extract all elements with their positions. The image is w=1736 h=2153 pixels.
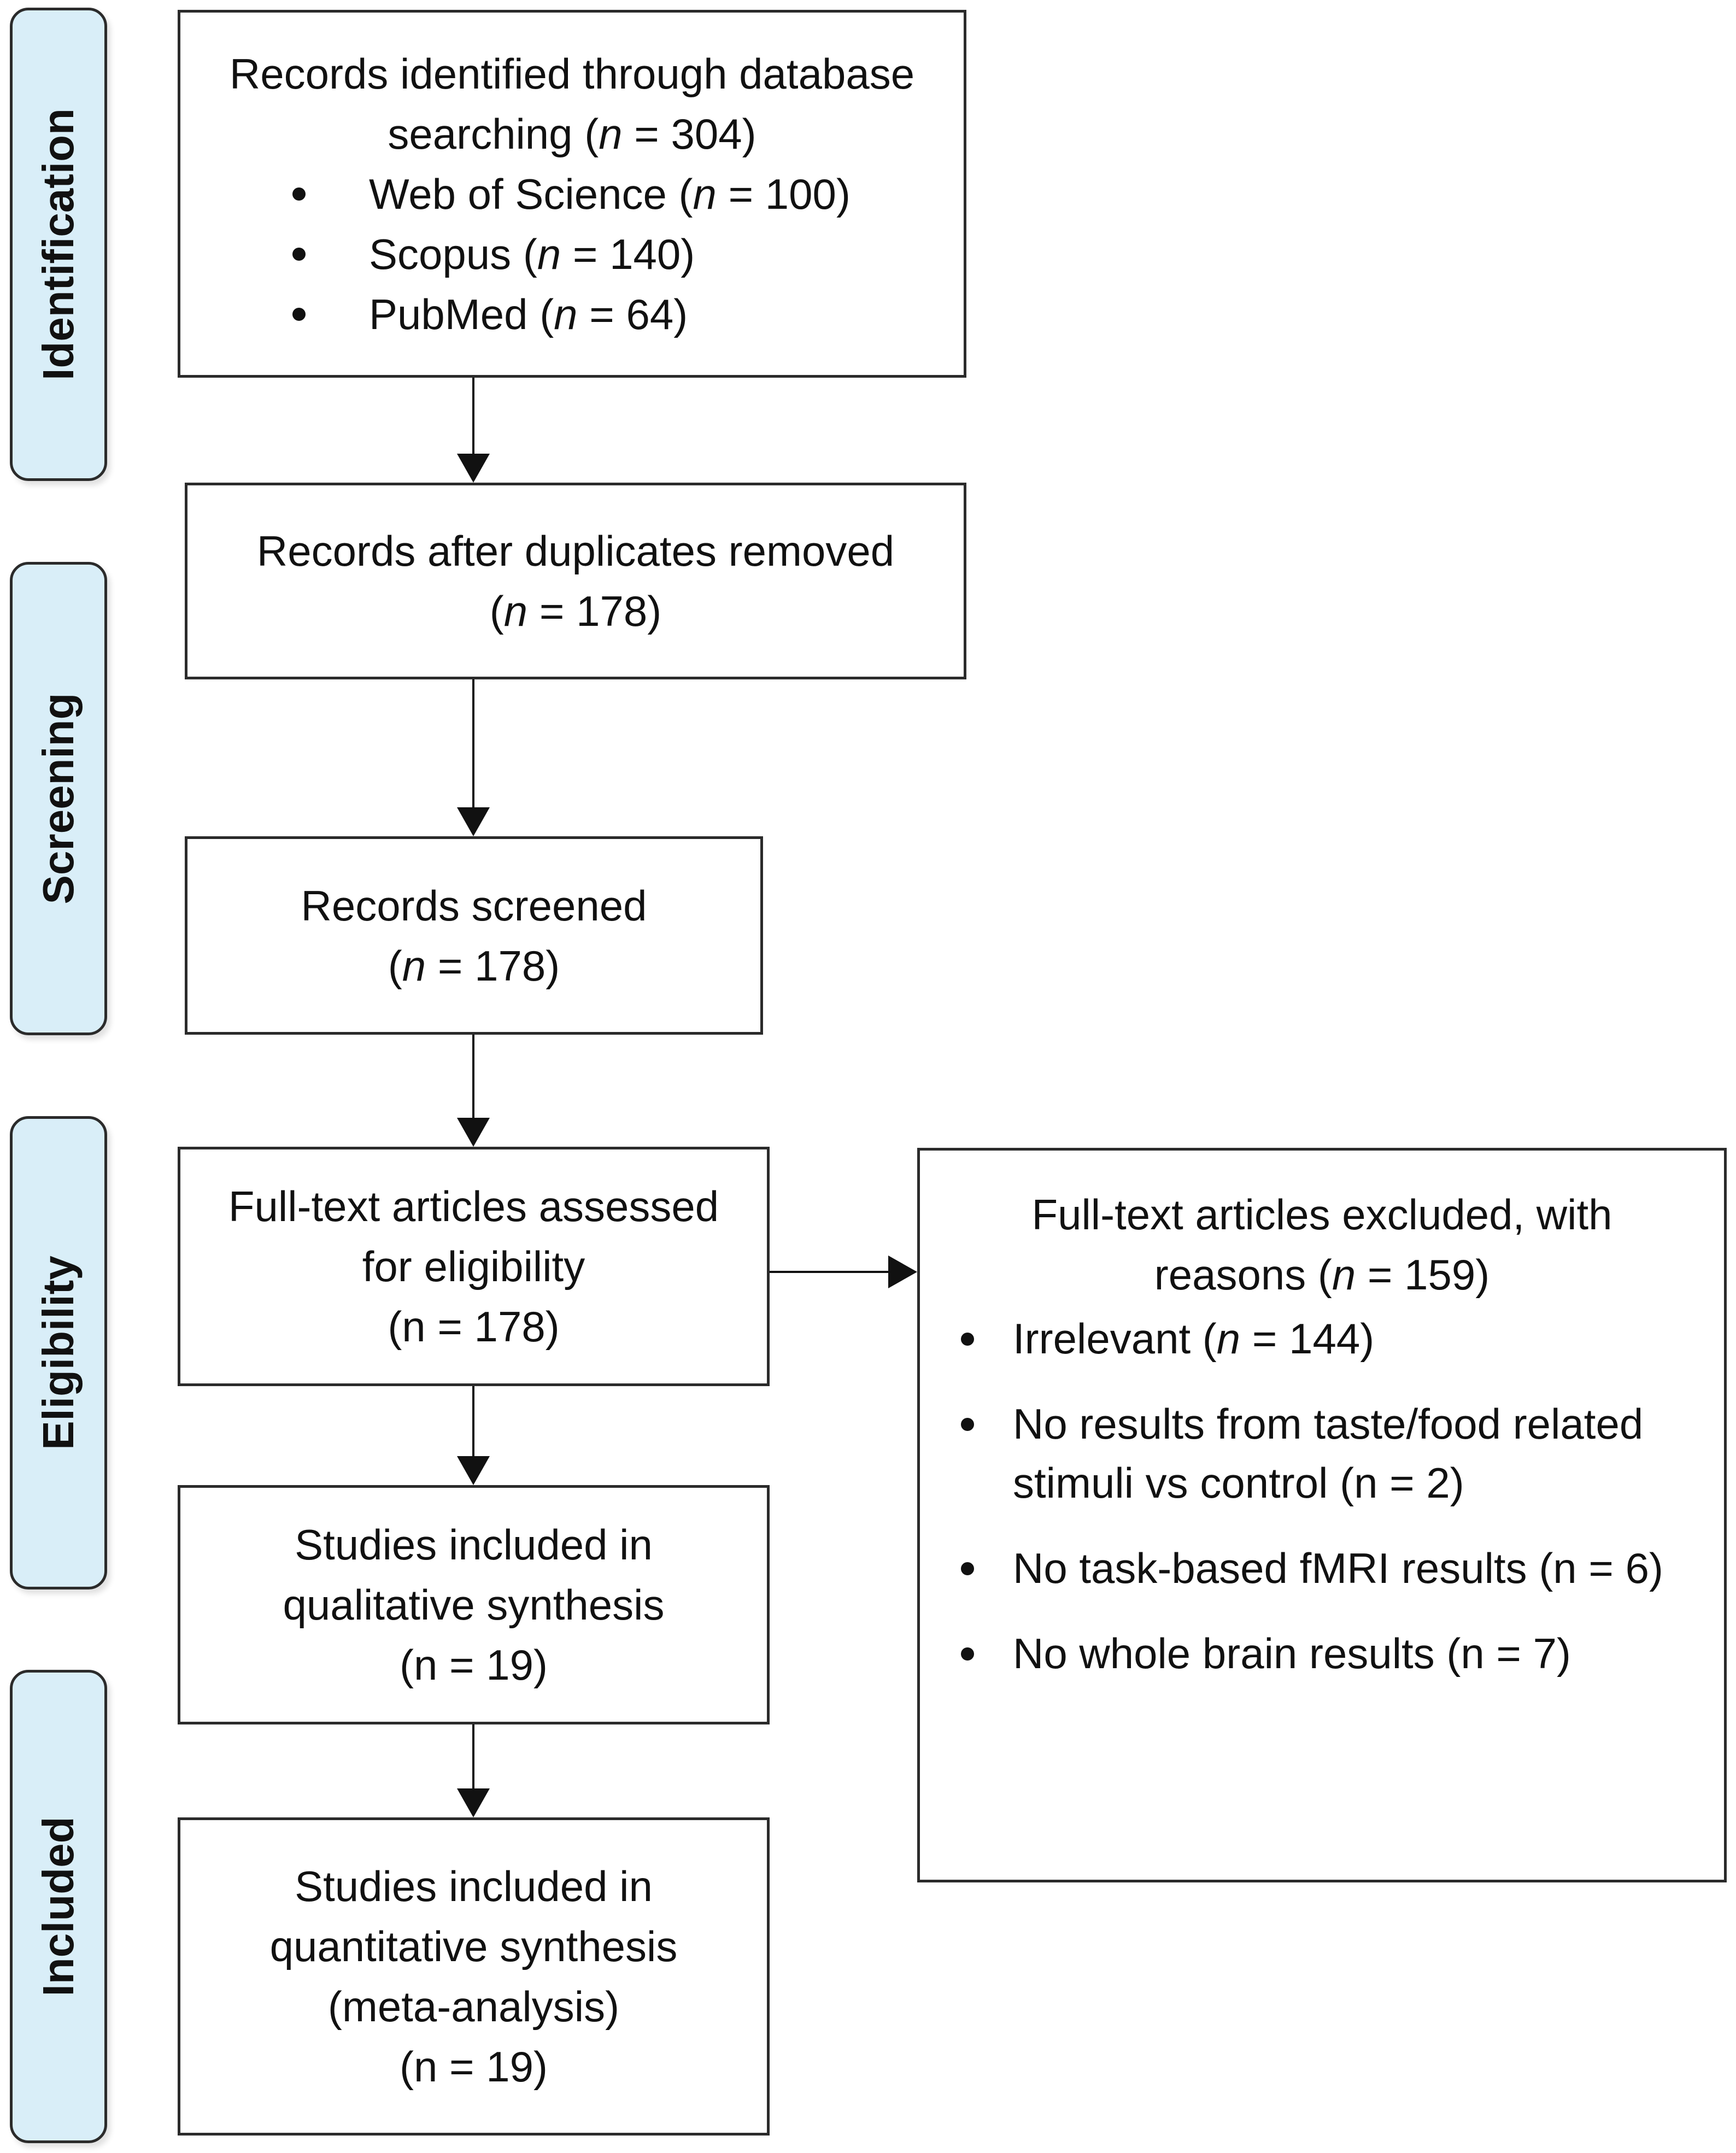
fulltext-excluded-box: Full-text articles excluded, with reason… [917,1148,1727,1882]
records-identified-line1: Records identified through database [229,49,915,98]
source-pubmed: PubMed (n = 64) [292,284,851,344]
exclusion-reason-list: Irrelevant (n = 144) No results from tas… [961,1309,1663,1709]
records-identified-box: Records identified through database sear… [178,10,966,378]
quantitative-line3: (meta-analysis) [327,1982,620,2031]
excluded-line1: Full-text articles excluded, with [1031,1190,1612,1239]
qualitative-line1: Studies included in [295,1521,653,1569]
quantitative-line2: quantitative synthesis [269,1922,678,1970]
arrow-duplicates-to-screened [457,679,490,836]
arrow-fulltext-to-excluded [770,1256,917,1288]
reason-irrelevant: Irrelevant (n = 144) [961,1309,1663,1368]
duplicates-removed-count: (n = 178) [489,587,662,635]
quantitative-synthesis-box: Studies included in quantitative synthes… [178,1817,770,2136]
arrow-qualitative-to-quantitative [457,1724,490,1817]
reason-no-whole-brain: No whole brain results (n = 7) [961,1624,1663,1683]
reason-no-task-based-fmri: No task-based fMRI results (n = 6) [961,1539,1663,1598]
records-screened-count: (n = 178) [388,941,560,990]
fulltext-assessed-box: Full-text articles assessed for eligibil… [178,1147,770,1386]
qualitative-synthesis-box: Studies included in qualitative synthesi… [178,1485,770,1724]
fulltext-assessed-line2: for eligibility [362,1242,585,1290]
phase-screening: Screening [10,562,107,1035]
duplicates-removed-line1: Records after duplicates removed [256,527,895,575]
phase-eligibility: Eligibility [10,1116,107,1589]
phase-identification: Identification [10,8,107,481]
database-source-list: Web of Science (n = 100) Scopus (n = 140… [292,164,851,344]
records-screened-box: Records screened (n = 178) [185,836,763,1035]
qualitative-count: (n = 19) [400,1641,548,1689]
quantitative-count: (n = 19) [400,2043,548,2091]
source-web-of-science: Web of Science (n = 100) [292,164,851,224]
fulltext-assessed-line1: Full-text articles assessed [228,1182,719,1230]
records-identified-line2: searching (n = 304) [388,109,756,158]
arrow-identification-to-duplicates [457,378,490,483]
fulltext-assessed-count: (n = 178) [388,1303,560,1351]
qualitative-line2: qualitative synthesis [283,1581,665,1629]
duplicates-removed-box: Records after duplicates removed (n = 17… [185,483,966,679]
excluded-line2: reasons (n = 159) [1154,1251,1490,1299]
records-screened-line1: Records screened [301,881,647,930]
source-scopus: Scopus (n = 140) [292,224,851,284]
arrow-screened-to-fulltext [457,1035,490,1147]
phase-included: Included [10,1670,107,2143]
quantitative-line1: Studies included in [295,1862,653,1910]
arrow-fulltext-to-qualitative [457,1386,490,1485]
